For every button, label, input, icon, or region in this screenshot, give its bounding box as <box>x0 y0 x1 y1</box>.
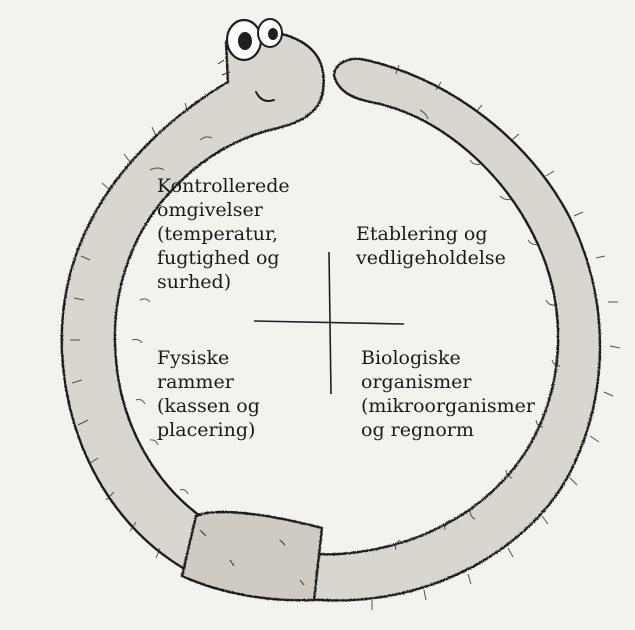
quadrant-line: og regnorm <box>361 418 535 442</box>
quadrant-line: Biologiske <box>361 346 535 370</box>
quadrant-line: Etablering og <box>356 222 506 246</box>
quadrant-line: vedligeholdelse <box>356 246 506 270</box>
quadrant-line: fugtighed og <box>157 246 290 270</box>
quadrant-line: organismer <box>361 370 535 394</box>
quadrant-line: rammer <box>157 370 260 394</box>
quadrant-line: Kontrollerede <box>157 174 290 198</box>
worm-clitellum <box>182 512 322 600</box>
quadrant-line: (temperatur, <box>157 222 290 246</box>
quadrant-line: surhed) <box>157 270 290 294</box>
quadrant-top-left-label: Kontrollerede omgivelser (temperatur, fu… <box>157 174 290 294</box>
quadrant-bottom-right-label: Biologiske organismer (mikroorganismer o… <box>361 346 535 442</box>
quadrant-line: omgivelser <box>157 198 290 222</box>
worm-body <box>62 31 600 600</box>
quadrant-line: (mikroorganismer <box>361 394 535 418</box>
cross-horizontal-line <box>254 321 404 324</box>
quadrant-line: Fysiske <box>157 346 260 370</box>
quadrant-line: placering) <box>157 418 260 442</box>
quadrant-bottom-left-label: Fysiske rammer (kassen og placering) <box>157 346 260 442</box>
quadrant-top-right-label: Etablering og vedligeholdelse <box>356 222 506 270</box>
quadrant-line: (kassen og <box>157 394 260 418</box>
